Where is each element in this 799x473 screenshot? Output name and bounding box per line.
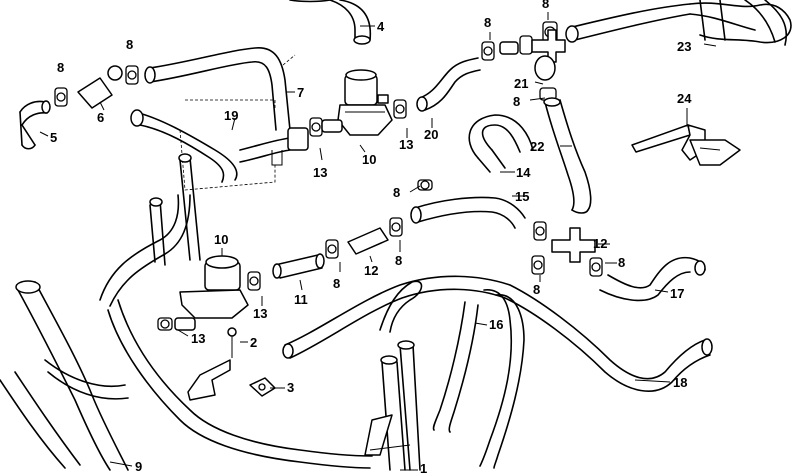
callout-13: 13 bbox=[313, 165, 327, 180]
callout-8: 8 bbox=[393, 185, 400, 200]
callout-22: 22 bbox=[530, 139, 544, 154]
part-14-hose bbox=[468, 114, 534, 173]
callout-14: 14 bbox=[516, 165, 531, 180]
part-24-bracket bbox=[631, 124, 741, 166]
callout-6: 6 bbox=[97, 110, 104, 125]
part-9-pipe-assembly bbox=[0, 153, 373, 471]
part-16-hose bbox=[432, 289, 525, 469]
callout-5: 5 bbox=[50, 130, 57, 145]
callout-8: 8 bbox=[57, 60, 64, 75]
callout-8: 8 bbox=[533, 282, 540, 297]
part-11-hose-piece bbox=[272, 253, 325, 279]
callout-3: 3 bbox=[287, 380, 294, 395]
callout-12: 12 bbox=[593, 236, 607, 251]
callout-4: 4 bbox=[377, 19, 385, 34]
part-19-hose bbox=[130, 99, 309, 191]
leader-lines bbox=[39, 12, 717, 471]
callout-10: 10 bbox=[362, 152, 376, 167]
callout-16: 16 bbox=[489, 317, 503, 332]
callouts: 4 5 8 6 8 7 19 10 13 13 20 8 8 21 8 22 2… bbox=[50, 0, 692, 473]
callout-24: 24 bbox=[677, 91, 692, 106]
callout-2: 2 bbox=[250, 335, 257, 350]
callout-23: 23 bbox=[677, 39, 691, 54]
part-10-valve-lower bbox=[157, 255, 261, 331]
callout-12: 12 bbox=[364, 263, 378, 278]
callout-18: 18 bbox=[673, 375, 687, 390]
part-10-valve-top bbox=[337, 69, 393, 136]
part-5-elbow-hose bbox=[19, 100, 51, 150]
callout-8: 8 bbox=[618, 255, 625, 270]
part-12-fitting-mid bbox=[325, 227, 389, 259]
part-12-tee-lower bbox=[531, 221, 603, 277]
callout-8: 8 bbox=[484, 15, 491, 30]
callout-7: 7 bbox=[297, 85, 304, 100]
callout-19: 19 bbox=[224, 108, 238, 123]
callout-8: 8 bbox=[513, 94, 520, 109]
part-15-hose bbox=[410, 196, 526, 229]
part-8-clamp-mid bbox=[389, 179, 433, 237]
callout-15: 15 bbox=[515, 189, 529, 204]
callout-13: 13 bbox=[191, 331, 205, 346]
callout-8: 8 bbox=[542, 0, 549, 11]
part-20-hose bbox=[416, 57, 481, 112]
callout-1: 1 bbox=[420, 461, 427, 473]
part-13-clamps-top bbox=[309, 99, 407, 137]
callout-8: 8 bbox=[395, 253, 402, 268]
part-7-hose bbox=[144, 47, 296, 131]
part-22-hose bbox=[543, 97, 592, 214]
callout-11: 11 bbox=[294, 292, 308, 307]
callout-8: 8 bbox=[126, 37, 133, 52]
callout-20: 20 bbox=[424, 127, 438, 142]
callout-10: 10 bbox=[214, 232, 228, 247]
callout-17: 17 bbox=[670, 286, 684, 301]
part-6-fitting bbox=[54, 65, 139, 109]
part-21-tee-fitting bbox=[519, 29, 566, 101]
part-3-nut bbox=[249, 377, 276, 397]
callout-8: 8 bbox=[333, 276, 340, 291]
callout-13: 13 bbox=[253, 306, 267, 321]
callout-9: 9 bbox=[135, 459, 142, 473]
callout-21: 21 bbox=[514, 76, 528, 91]
callout-13: 13 bbox=[399, 137, 413, 152]
part-2-bolt-bracket bbox=[187, 327, 237, 401]
part-4-hose bbox=[289, 0, 372, 45]
part-18-hose bbox=[282, 275, 713, 392]
part-8-clamp-upper-mid bbox=[481, 41, 519, 61]
part-23-hose-assembly bbox=[565, 0, 792, 46]
part-17-hose bbox=[599, 256, 706, 302]
part-1-pipe-bracket bbox=[364, 340, 421, 471]
